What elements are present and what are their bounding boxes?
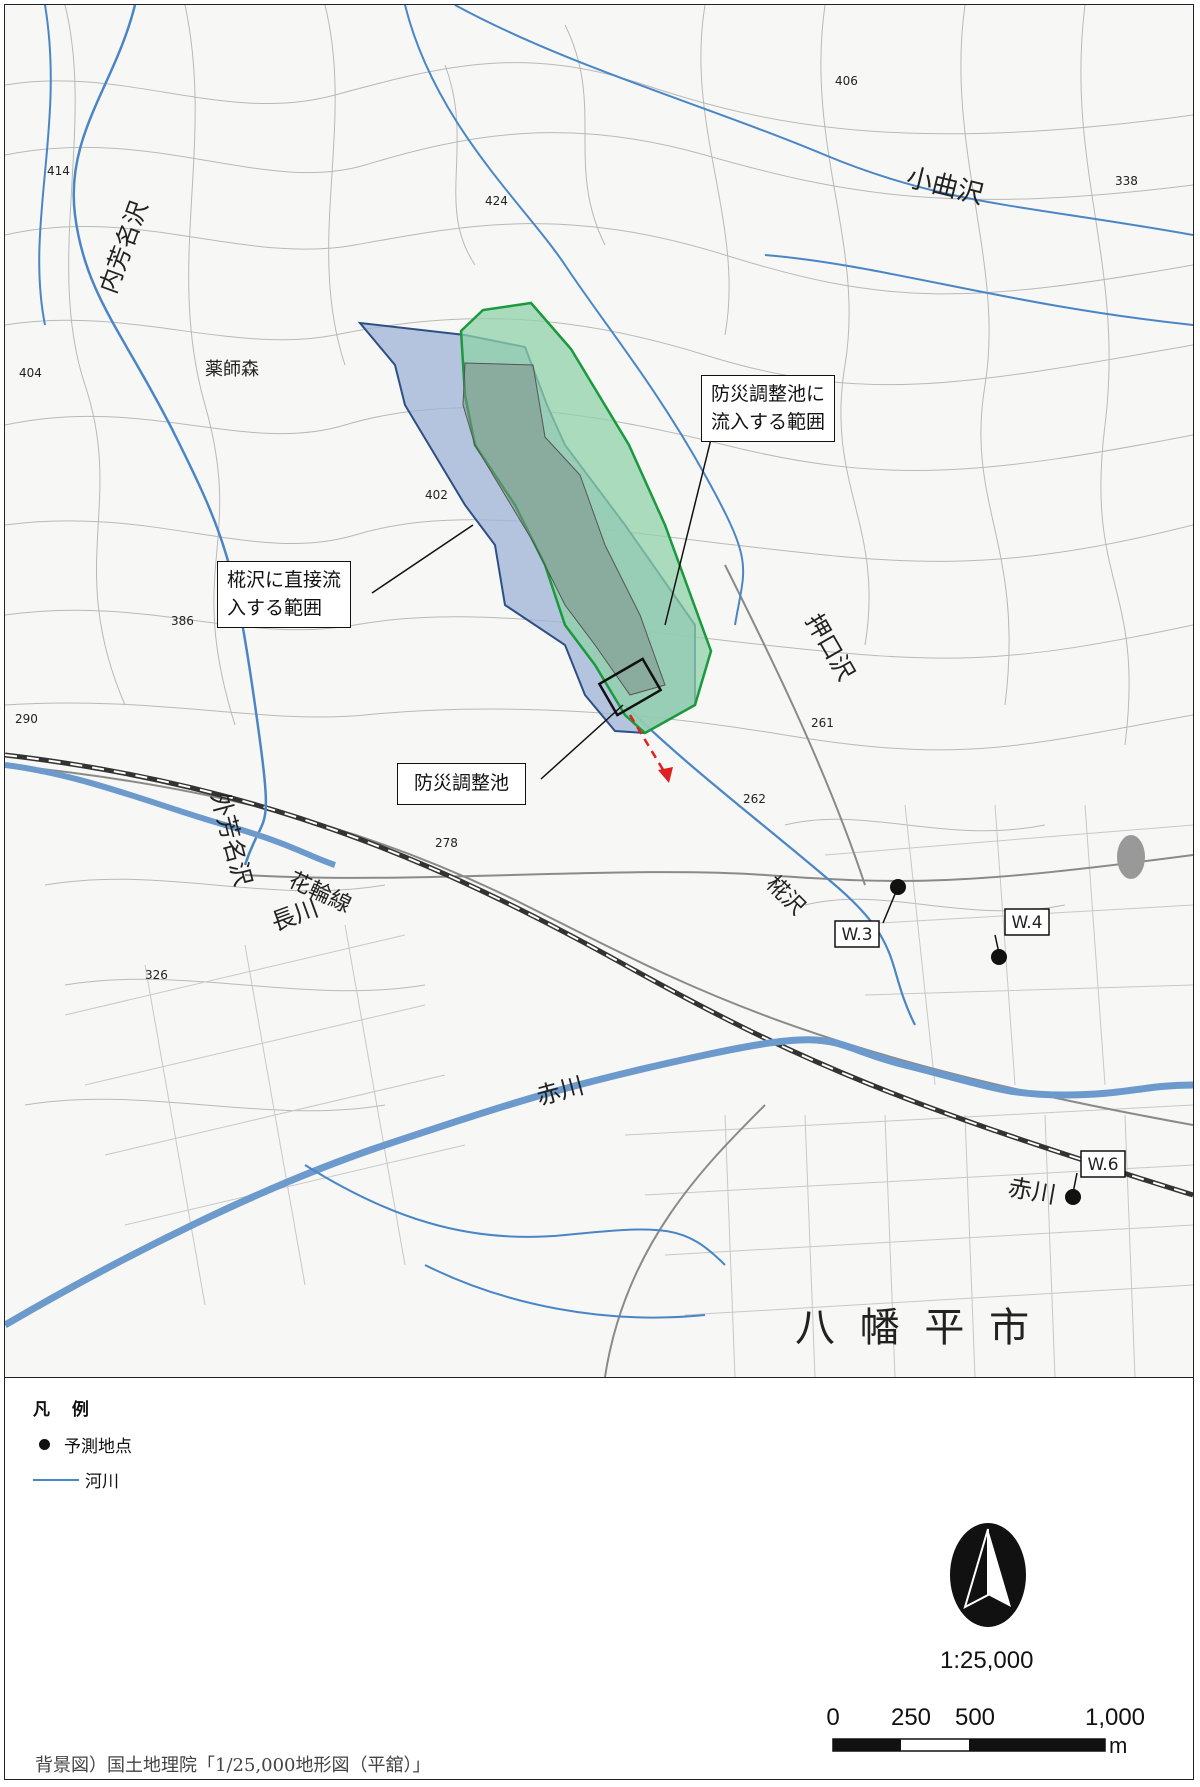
rivers: [5, 5, 1193, 1329]
map-canvas: W.3 W.4 W.6 小曲沢 内芳名沢 外芳名沢 押口沢 椛沢 長川 花輪線 …: [5, 5, 1193, 1377]
label-yakushimori: 薬師森: [205, 359, 259, 380]
callout-pond: 防災調整池: [397, 763, 527, 805]
svg-text:W.3: W.3: [841, 925, 872, 945]
svg-text:262: 262: [743, 792, 766, 806]
prediction-point-w4: [991, 949, 1007, 965]
map-source-credit: 背景図）国土地理院「1/25,000地形図（平舘）」: [35, 1755, 431, 1776]
legend-row-river: 河川: [33, 1467, 132, 1492]
svg-text:386: 386: [171, 614, 194, 628]
spot-elevations: 414 424 406 404 402 338 386 261 278 326 …: [15, 74, 1138, 982]
svg-text:406: 406: [835, 74, 858, 88]
callout-pond-inflow: 防災調整池に 流入する範囲: [701, 375, 836, 443]
project-footprint: [462, 362, 666, 696]
svg-text:404: 404: [19, 366, 42, 380]
point-label-w3: W.3: [834, 920, 880, 948]
scale-tick-1000: 1,000: [1085, 1704, 1145, 1731]
railway-hanawa-line: [5, 752, 1193, 1198]
north-arrow-icon: [950, 1523, 1026, 1627]
scale-tick-500: 500: [955, 1704, 995, 1731]
svg-text:290: 290: [15, 712, 38, 726]
callout-direct-inflow-line2: 入する範囲: [227, 596, 323, 619]
small-pond: [1117, 835, 1145, 879]
prediction-point-w6: [1065, 1189, 1081, 1205]
scale-ratio: 1:25,000: [940, 1647, 1034, 1674]
svg-text:338: 338: [1115, 174, 1138, 188]
scale-tick-0: 0: [826, 1704, 839, 1731]
contour-lines: [5, 5, 1193, 1112]
legend-label-prediction-point: 予測地点: [64, 1437, 132, 1457]
scale-unit: m: [1109, 1733, 1127, 1758]
svg-text:402: 402: [425, 488, 448, 502]
svg-text:261: 261: [811, 716, 834, 730]
point-label-w4: W.4: [1004, 908, 1050, 936]
label-city: 八 幡 平 市: [795, 1305, 1035, 1351]
svg-text:278: 278: [435, 836, 458, 850]
outflow-arrow: [628, 714, 673, 783]
callout-pond-label: 防災調整池: [414, 772, 510, 794]
map-figure: W.3 W.4 W.6 小曲沢 内芳名沢 外芳名沢 押口沢 椛沢 長川 花輪線 …: [4, 4, 1194, 1780]
callout-pond-inflow-line1: 防災調整池に: [711, 383, 826, 405]
callout-pond-inflow-line2: 流入する範囲: [711, 410, 826, 433]
river-line-icon: [33, 1478, 79, 1481]
callout-direct-inflow: 椛沢に直接流 入する範囲: [217, 561, 352, 629]
point-label-w6: W.6: [1080, 1150, 1126, 1178]
legend: 凡 例 予測地点 河川: [33, 1395, 132, 1502]
svg-text:W.6: W.6: [1087, 1155, 1118, 1175]
scale-bar: 0 250 500 1,000 m: [826, 1704, 1145, 1758]
legend-label-river: 河川: [85, 1472, 119, 1492]
svg-text:326: 326: [145, 968, 168, 982]
legend-title: 凡 例: [33, 1400, 97, 1420]
pond-box: [597, 657, 663, 717]
field-boundaries: [64, 804, 1193, 1377]
prediction-point-icon: [39, 1439, 50, 1450]
svg-text:414: 414: [47, 164, 70, 178]
topographic-map: W.3 W.4 W.6 小曲沢 内芳名沢 外芳名沢 押口沢 椛沢 長川 花輪線 …: [5, 5, 1193, 1378]
prediction-point-w3: [890, 879, 906, 895]
svg-text:424: 424: [485, 194, 508, 208]
roads: [5, 564, 1193, 1377]
legend-row-prediction-point: 予測地点: [33, 1432, 132, 1457]
scale-tick-250: 250: [891, 1704, 931, 1731]
svg-text:W.4: W.4: [1011, 913, 1042, 933]
callout-direct-inflow-line1: 椛沢に直接流: [227, 569, 342, 591]
